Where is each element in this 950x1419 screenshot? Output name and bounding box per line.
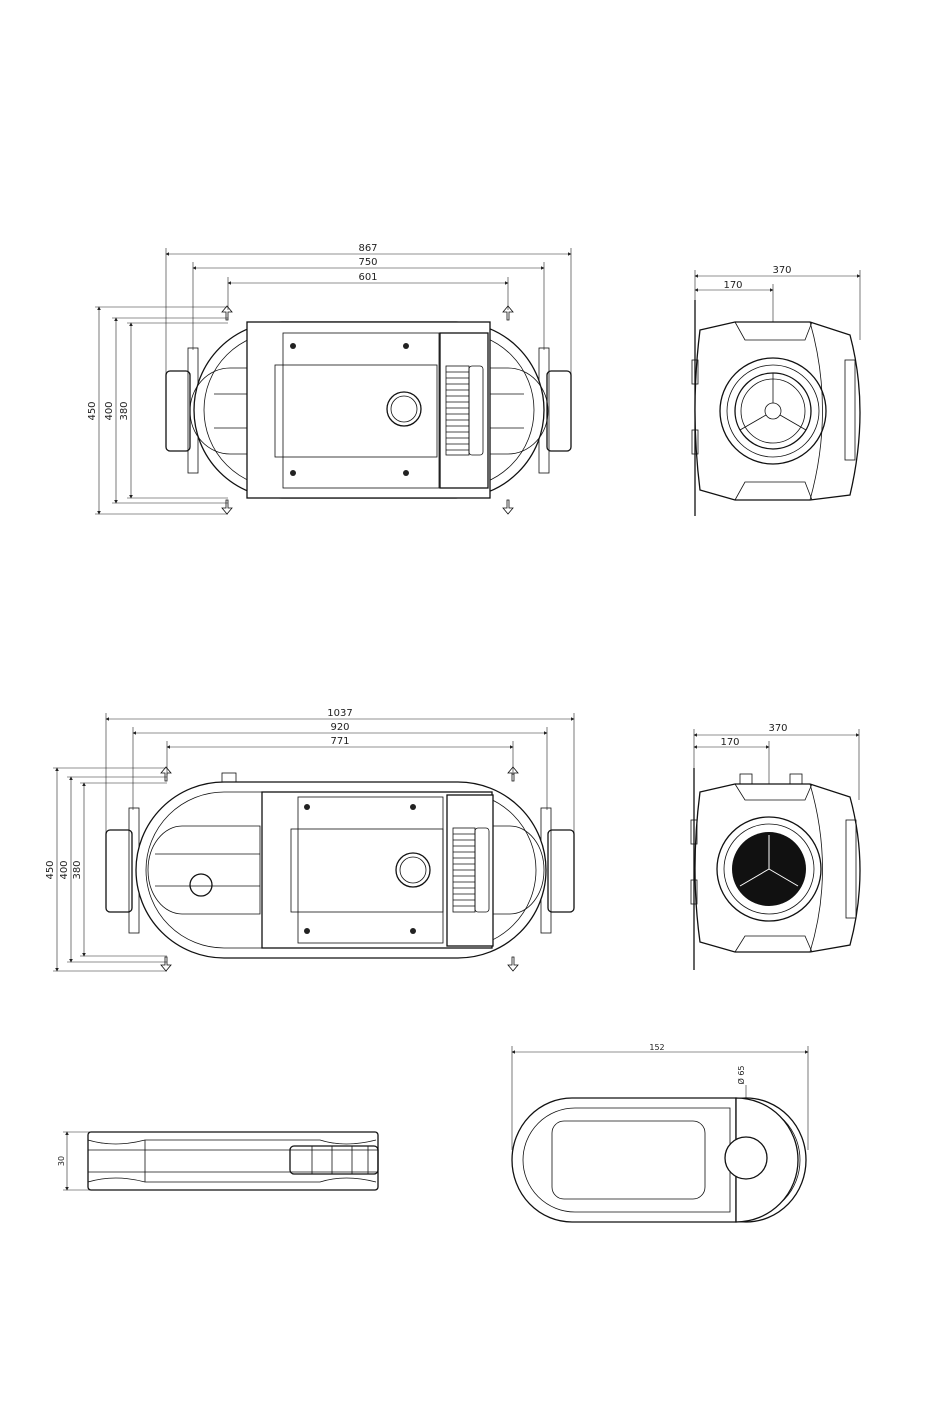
dim-920-label: 920 (330, 722, 349, 733)
unit-body-1 (166, 306, 571, 514)
controller-side-view: 30 (57, 1132, 378, 1190)
dim-phi65-label: Ø 65 (736, 1065, 746, 1084)
dim-867-label: 867 (358, 243, 377, 254)
dim-152-label: 152 (649, 1043, 664, 1052)
dim-601-label: 601 (358, 272, 377, 283)
dim-400-a-label: 400 (104, 401, 115, 420)
dim-450-b-label: 450 (45, 860, 56, 879)
dim-380-b-label: 380 (72, 860, 83, 879)
dim-170-b-label: 170 (720, 737, 739, 748)
top-view-2: 1037 920 771 450 400 (45, 708, 574, 971)
dim-771: 771 (167, 736, 513, 775)
dim-370-a-label: 370 (772, 265, 791, 276)
controller-front-view: 152 Ø 65 (512, 1043, 808, 1222)
dim-380-a-label: 380 (119, 401, 130, 420)
dim-750-label: 750 (358, 257, 377, 268)
dim-771-label: 771 (330, 736, 349, 747)
side-view-2: 370 170 (691, 723, 860, 970)
dim-450-a-label: 450 (87, 401, 98, 420)
dim-601: 601 (228, 272, 508, 310)
dim-30-label: 30 (57, 1156, 66, 1166)
dim-1037-label: 1037 (327, 708, 352, 719)
dim-370-b-label: 370 (768, 723, 787, 734)
side-view-1: 370 170 (692, 265, 860, 516)
unit-body-2 (106, 767, 574, 971)
dim-170-a-label: 170 (723, 280, 742, 291)
top-view-1: 867 750 601 450 400 (87, 243, 571, 514)
dim-30: 30 (57, 1132, 90, 1190)
dim-400-b-label: 400 (59, 860, 70, 879)
